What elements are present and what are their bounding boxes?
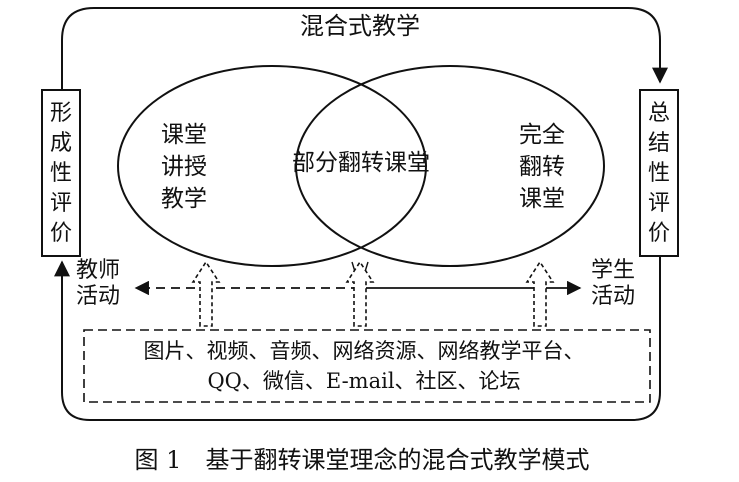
resources-text-line1: 图片、视频、音频、网络资源、网络教学平台、	[144, 339, 585, 363]
student-activity-label-1: 学生	[591, 258, 635, 283]
lecture-label-2: 讲授	[161, 154, 207, 180]
formative-char-2: 成	[50, 131, 72, 156]
bottom-loop-arrow	[54, 256, 661, 421]
classroom-lecture-ellipse	[117, 65, 427, 267]
summative-char-4: 评	[648, 191, 670, 216]
top-loop-arrow	[61, 7, 668, 90]
summative-char-1: 总	[648, 101, 670, 126]
teacher-activity-label-2: 活动	[76, 284, 120, 309]
formative-evaluation-box	[41, 89, 81, 257]
resource-support-arrow-right	[525, 260, 555, 327]
formative-char-5: 价	[50, 221, 72, 246]
resource-support-arrow-left	[191, 260, 221, 327]
partial-flipped-label: 部分翻转课堂	[292, 150, 430, 176]
full-flipped-label-1: 完全	[519, 122, 565, 148]
top-label: 混合式教学	[300, 12, 420, 40]
formative-char-3: 性	[50, 161, 72, 186]
summative-char-5: 价	[648, 221, 670, 246]
summative-evaluation-box	[639, 89, 679, 257]
student-activity-label-2: 活动	[591, 284, 635, 309]
formative-char-1: 形	[50, 101, 72, 126]
resources-text-line2: QQ、微信、E-mail、社区、论坛	[207, 369, 520, 393]
resources-box	[83, 329, 651, 403]
resource-support-arrow-center	[345, 260, 375, 327]
lecture-label-1: 课堂	[161, 122, 207, 148]
lecture-label-3: 教学	[161, 186, 207, 212]
teacher-activity-label-1: 教师	[76, 258, 120, 283]
summative-char-2: 结	[648, 131, 670, 156]
full-flipped-ellipse	[295, 65, 605, 267]
full-flipped-label-3: 课堂	[519, 186, 565, 212]
full-flipped-label-2: 翻转	[519, 154, 565, 180]
formative-char-4: 评	[50, 191, 72, 216]
figure-caption: 图 1 基于翻转课堂理念的混合式教学模式	[135, 446, 590, 474]
summative-char-3: 性	[648, 161, 670, 186]
